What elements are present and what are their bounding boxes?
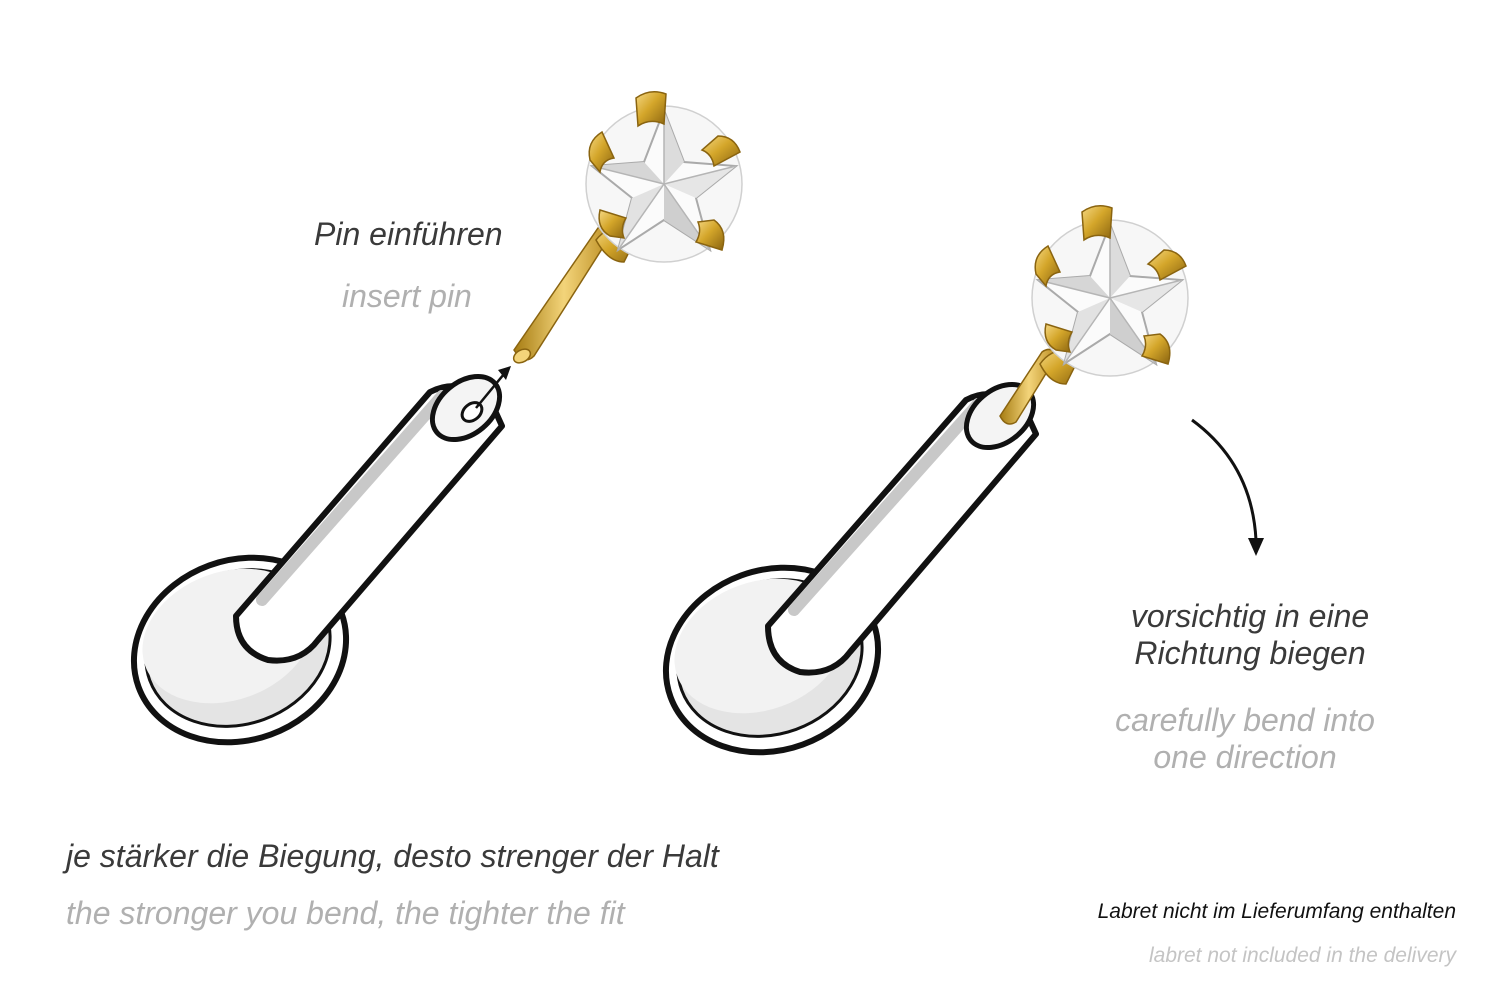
pin-top-left: [512, 90, 743, 364]
delivery-note-en: labret not included in the delivery: [1148, 944, 1456, 967]
pin-top-right: [999, 204, 1189, 425]
delivery-note-de: Labret nicht im Lieferumfang enthalten: [1097, 900, 1456, 923]
strength-label-de: je stärker die Biegung, desto strenger d…: [66, 838, 719, 874]
insert-pin-label-de: Pin einführen: [314, 216, 503, 252]
strength-label-en: the stronger you bend, the tighter the f…: [66, 895, 625, 931]
bend-label-de: vorsichtig in eine Richtung biegen: [1130, 598, 1370, 671]
curved-arrow-down-icon: [1191, 418, 1264, 556]
insert-pin-label-en: insert pin: [342, 278, 472, 314]
labret-post-left: [130, 373, 505, 746]
arrow-up-right-icon: [475, 366, 511, 409]
labret-post-right: [662, 381, 1039, 756]
bend-label-en: carefully bend into one direction: [1115, 702, 1375, 775]
